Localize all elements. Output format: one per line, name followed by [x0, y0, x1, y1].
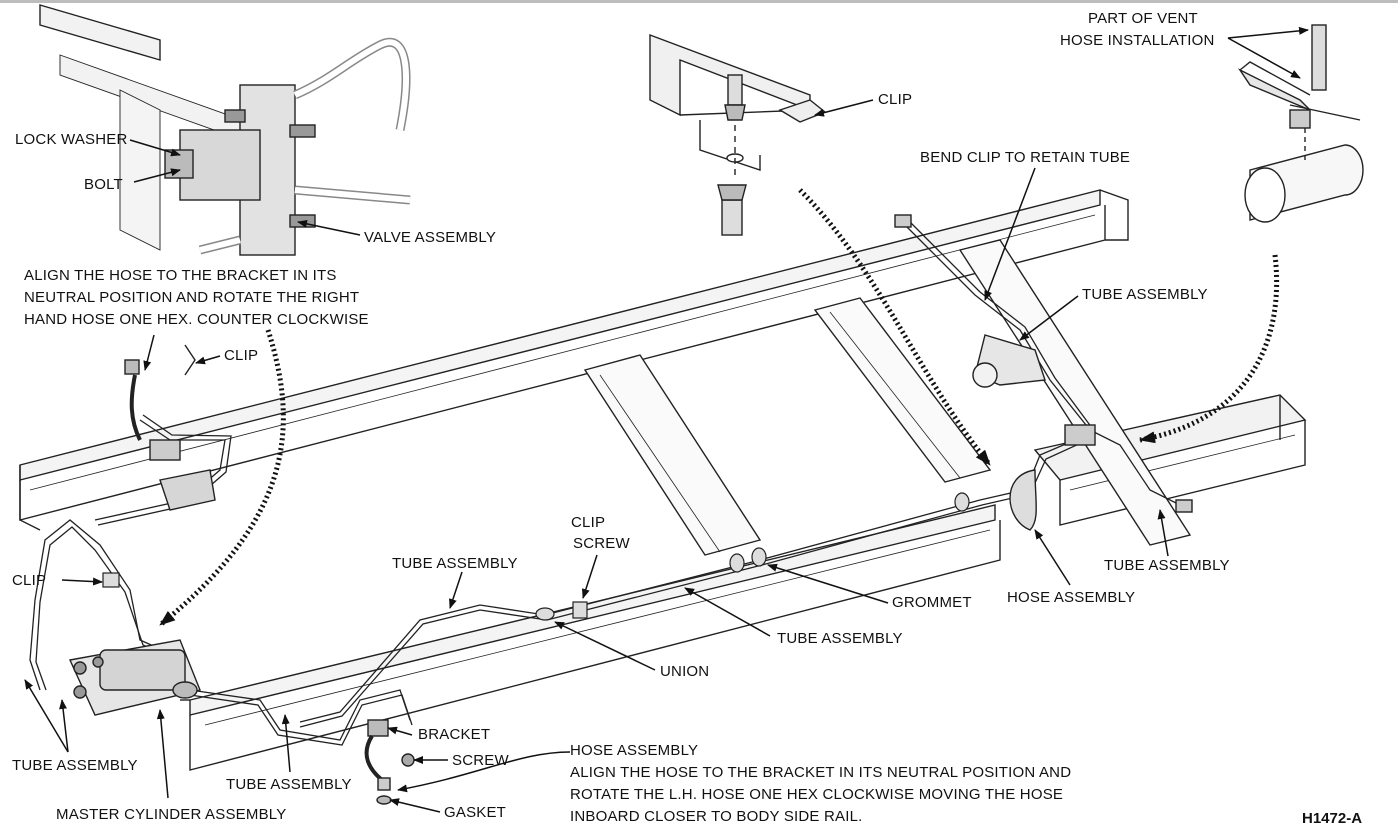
label-clip-top: CLIP — [878, 91, 913, 108]
note-right-hand-hose: ALIGN THE HOSE TO THE BRACKET IN ITS NEU… — [24, 265, 369, 331]
rear-right-tube — [1089, 429, 1181, 506]
frame-rails — [19, 189, 1307, 771]
clip-screw-fitting — [572, 601, 588, 619]
label-bend-clip: BEND CLIP TO RETAIN TUBE — [920, 149, 1131, 166]
label-tube-assembly-right-low: TUBE ASSEMBLY — [1104, 557, 1230, 574]
label-bracket: BRACKET — [418, 726, 491, 743]
rear-tube — [904, 224, 1091, 481]
figure-id: H1472-A — [1302, 810, 1363, 827]
arrow-to-rear-hose — [798, 188, 992, 467]
note-rh-line-2: NEUTRAL POSITION AND ROTATE THE RIGHT — [24, 289, 360, 306]
crossmember-2 — [813, 297, 992, 483]
lower-side-rail — [189, 504, 996, 716]
clip-bracket-drawing — [649, 33, 827, 236]
label-clip-left: CLIP — [12, 572, 47, 589]
grommet-fitting-1 — [729, 553, 745, 573]
note-lh-line-3: INBOARD CLOSER TO BODY SIDE RAIL. — [570, 808, 863, 825]
label-union: UNION — [660, 663, 710, 680]
label-tube-assembly-center: TUBE ASSEMBLY — [392, 555, 518, 572]
tube-fittings — [102, 492, 970, 621]
arrow-from-vent — [1139, 254, 1280, 444]
vent-hose-drawing — [1237, 24, 1364, 223]
label-tube-assembly-mid: TUBE ASSEMBLY — [777, 630, 903, 647]
valve-assembly-drawing — [39, 4, 411, 256]
label-screw: SCREW — [452, 752, 509, 769]
label-master-cylinder: MASTER CYLINDER ASSEMBLY — [56, 806, 287, 823]
leader-lines — [24, 26, 1309, 813]
master-cylinder-drawing — [68, 639, 201, 716]
rear-hose-drawing — [894, 214, 1193, 531]
label-clip-screw-1: CLIP — [571, 514, 606, 531]
left-loop-tube — [29, 519, 186, 691]
label-grommet: GROMMET — [892, 594, 972, 611]
label-bolt: BOLT — [84, 176, 123, 193]
label-hose-installation: HOSE INSTALLATION — [1060, 32, 1215, 49]
label-tube-assembly-left: TUBE ASSEMBLY — [12, 757, 138, 774]
front-hose-drawing — [124, 344, 216, 511]
note-lh-line-1: ALIGN THE HOSE TO THE BRACKET IN ITS NEU… — [570, 764, 1072, 781]
label-valve-assembly: VALVE ASSEMBLY — [364, 229, 497, 246]
note-left-hand-hose: ALIGN THE HOSE TO THE BRACKET IN ITS NEU… — [570, 762, 1071, 828]
note-rh-line-1: ALIGN THE HOSE TO THE BRACKET IN ITS — [24, 267, 337, 284]
bottom-hose-drawing — [364, 719, 415, 805]
label-tube-assembly-right: TUBE ASSEMBLY — [1082, 286, 1208, 303]
label-tube-assembly-bottom: TUBE ASSEMBLY — [226, 776, 352, 793]
label-hose-assembly-bottom: HOSE ASSEMBLY — [570, 742, 699, 759]
top-border — [0, 0, 1398, 3]
label-clip-left-upper: CLIP — [224, 347, 259, 364]
label-part-of-vent: PART OF VENT — [1088, 10, 1198, 27]
label-gasket: GASKET — [444, 804, 507, 821]
label-lock-washer: LOCK WASHER — [15, 131, 128, 148]
arrow-to-master-cylinder — [158, 329, 286, 627]
label-clip-screw-2: SCREW — [573, 535, 630, 552]
stippled-arrows — [158, 188, 1280, 627]
grommet-fitting-2 — [751, 547, 767, 567]
union-fitting — [535, 607, 555, 621]
note-rh-line-3: HAND HOSE ONE HEX. COUNTER CLOCKWISE — [24, 311, 369, 328]
note-lh-line-2: ROTATE THE L.H. HOSE ONE HEX CLOCKWISE M… — [570, 786, 1064, 803]
label-hose-assembly-right: HOSE ASSEMBLY — [1007, 589, 1136, 606]
crossmember-1 — [583, 354, 762, 556]
